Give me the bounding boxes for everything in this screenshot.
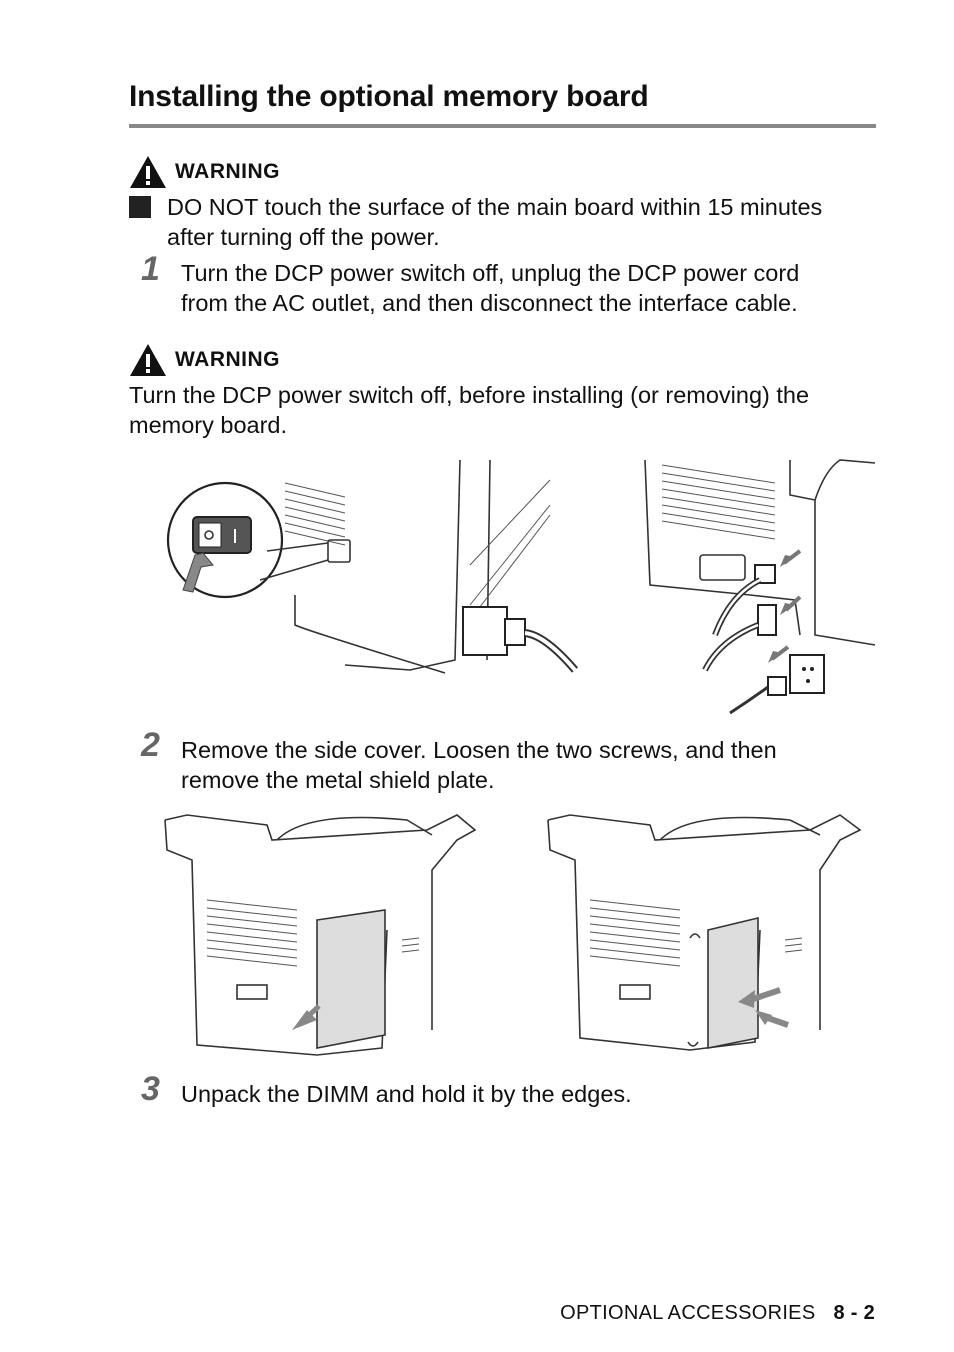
step-text-line: Remove the side cover. Loosen the two sc… [181,737,777,763]
step-number: 2 [141,726,160,764]
bullet-text: DO NOT touch the surface of the main boa… [167,192,887,252]
warning-text-line: memory board. [129,412,288,438]
footer-page-number: 8 - 2 [833,1302,875,1324]
footer-section: OPTIONAL ACCESSORIES [560,1302,816,1324]
step-text: Unpack the DIMM and hold it by the edges… [181,1079,881,1109]
shield-plate-illustration [547,814,862,1051]
step-number: 1 [141,250,160,288]
warning-heading-2: WARNING [129,342,280,378]
bullet-square [129,196,151,218]
step-text: Remove the side cover. Loosen the two sc… [181,735,881,795]
page-title: Installing the optional memory board [129,80,649,113]
switch-off-mark [204,530,214,540]
title-rule [129,124,876,128]
bullet-text-line: DO NOT touch the surface of the main boa… [167,194,823,220]
warning-label: WARNING [175,160,280,183]
side-cover-illustration [164,814,477,1056]
warning-label: WARNING [175,348,280,371]
step-text-line: from the AC outlet, and then disconnect … [181,290,798,316]
warning-heading-1: WARNING [129,154,280,190]
bullet-text-line: after turning off the power. [167,224,440,250]
step-text-line: Turn the DCP power switch off, unplug th… [181,260,800,286]
warning-text: Turn the DCP power switch off, before in… [129,380,889,440]
step-text-line: remove the metal shield plate. [181,767,495,793]
screw-turn-arrow [689,933,701,939]
power-switch-illustration [166,459,579,674]
warning-triangle-icon [130,156,166,188]
screw-turn-arrow [687,1041,699,1047]
warning-triangle-icon [130,344,166,376]
step-text: Turn the DCP power switch off, unplug th… [181,258,881,318]
warning-text-line: Turn the DCP power switch off, before in… [129,382,810,408]
rear-cables-illustration [644,459,876,715]
page-footer: OPTIONAL ACCESSORIES 8 - 2 [560,1302,875,1325]
step-number: 3 [141,1070,160,1108]
step-text-line: Unpack the DIMM and hold it by the edges… [181,1081,632,1107]
